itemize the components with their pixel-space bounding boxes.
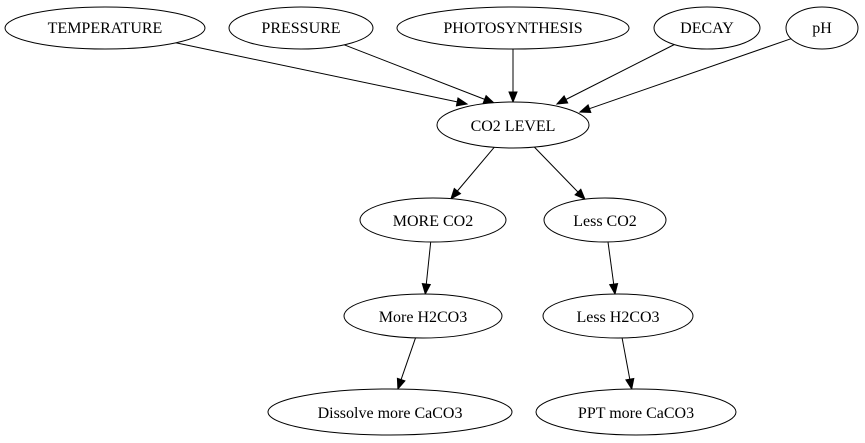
edge-line [565, 44, 675, 100]
edge-pressure-to-co2-level [344, 44, 496, 104]
edge-temperature-to-co2-level [175, 42, 469, 107]
node-more-h2co3-label: More H2CO3 [379, 309, 467, 326]
node-temperature-label: TEMPERATURE [48, 20, 163, 37]
arrowhead [574, 188, 586, 201]
arrowhead [555, 95, 569, 105]
node-dissolve-more-caco3-label: Dissolve more CaCO3 [318, 405, 463, 422]
node-less-co2: Less CO2 [543, 197, 667, 243]
node-photosynthesis-label: PHOTOSYNTHESIS [443, 20, 582, 37]
node-decay: DECAY [653, 6, 761, 50]
node-pressure-label: PRESSURE [261, 20, 340, 37]
edge-line [607, 241, 615, 285]
edge-more-co2-to-more-h2co3 [421, 241, 432, 296]
edge-line [175, 42, 458, 103]
node-less-h2co3: Less H2CO3 [542, 293, 694, 339]
node-dissolve-more-caco3: Dissolve more CaCO3 [267, 388, 513, 436]
edge-decay-to-co2-level [555, 44, 675, 105]
edge-line [621, 337, 631, 380]
arrowhead [625, 377, 635, 391]
arrowhead [608, 283, 619, 296]
edge-line [589, 38, 792, 110]
arrowhead [482, 94, 496, 104]
edge-line [344, 44, 485, 100]
edge-line [400, 337, 416, 380]
arrowhead [421, 283, 432, 296]
edge-line [534, 146, 579, 193]
node-ppt-more-caco3: PPT more CaCO3 [535, 388, 737, 436]
edge-less-co2-to-less-h2co3 [607, 241, 619, 296]
edge-ph-to-co2-level [578, 38, 792, 114]
node-ppt-more-caco3-label: PPT more CaCO3 [578, 405, 694, 422]
node-less-h2co3-label: Less H2CO3 [576, 309, 659, 326]
node-ph: pH [785, 6, 859, 50]
edge-co2-level-to-more-co2 [450, 146, 495, 200]
arrowhead [508, 91, 518, 104]
edge-more-h2co3-to-dissolve-more-caco3 [396, 337, 416, 391]
arrowhead [578, 104, 592, 114]
edge-line [457, 146, 495, 192]
edge-co2-level-to-less-co2 [534, 146, 586, 201]
node-more-co2-label: MORE CO2 [393, 213, 473, 230]
arrowhead [450, 187, 462, 200]
node-temperature: TEMPERATURE [4, 6, 206, 50]
node-photosynthesis: PHOTOSYNTHESIS [396, 6, 630, 50]
node-more-h2co3: More H2CO3 [343, 293, 503, 339]
edges-layer [175, 38, 792, 391]
node-more-co2: MORE CO2 [359, 197, 507, 243]
arrowhead [455, 97, 469, 107]
node-ph-label: pH [812, 20, 832, 37]
arrowhead [396, 377, 406, 391]
edge-less-h2co3-to-ppt-more-caco3 [621, 337, 635, 391]
node-co2-level-label: CO2 LEVEL [471, 118, 556, 135]
node-co2-level: CO2 LEVEL [436, 101, 590, 149]
node-decay-label: DECAY [680, 20, 734, 37]
edge-photosynthesis-to-co2-level [508, 49, 518, 104]
edge-line [425, 241, 432, 285]
node-less-co2-label: Less CO2 [573, 213, 637, 230]
node-pressure: PRESSURE [228, 6, 374, 50]
